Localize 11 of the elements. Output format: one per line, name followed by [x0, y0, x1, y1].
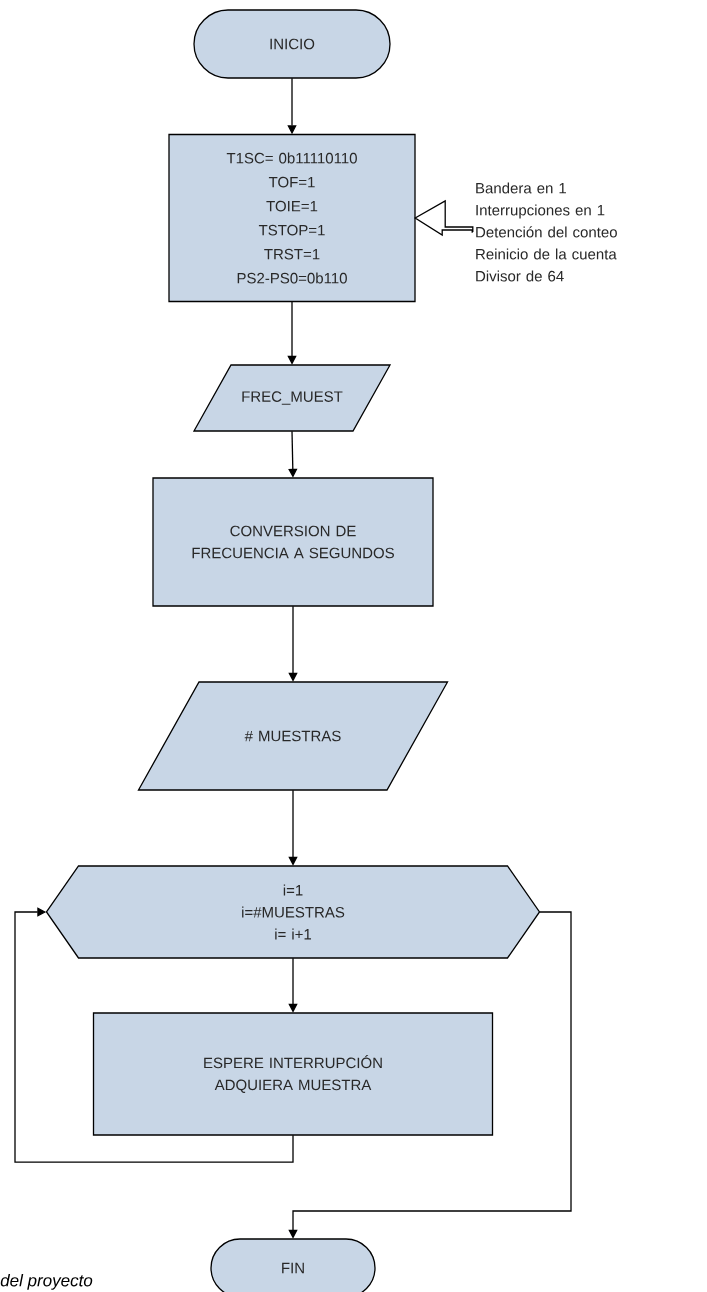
caption-text: del proyecto [0, 1273, 93, 1290]
process-box: CONVERSION DE FRECUENCIA A SEGUNDOS [152, 477, 434, 607]
arrow [413, 199, 474, 237]
process-box: ESPERE INTERRUPCIÓN ADQUIERA MUESTRA [92, 1012, 494, 1136]
process-box: T1SC= 0b11110110 TOF=1 TOIE=1 TSTOP=1 TRST=1 PS2-PS0=0b110 [168, 133, 416, 303]
input-parallelogram: # MUESTRAS [137, 681, 449, 791]
loop-hexagon: i=1 i=#MUESTRAS i= i+1 [45, 865, 541, 959]
arrow [14, 907, 294, 1163]
end-terminal: FIN [210, 1238, 376, 1292]
annotation-text: Bandera en 1 Interrupciones en 1 Detención del conteo Reinicio de la cuenta Divisor de 64 [476, 182, 617, 282]
start-terminal: INICIO [193, 9, 391, 79]
